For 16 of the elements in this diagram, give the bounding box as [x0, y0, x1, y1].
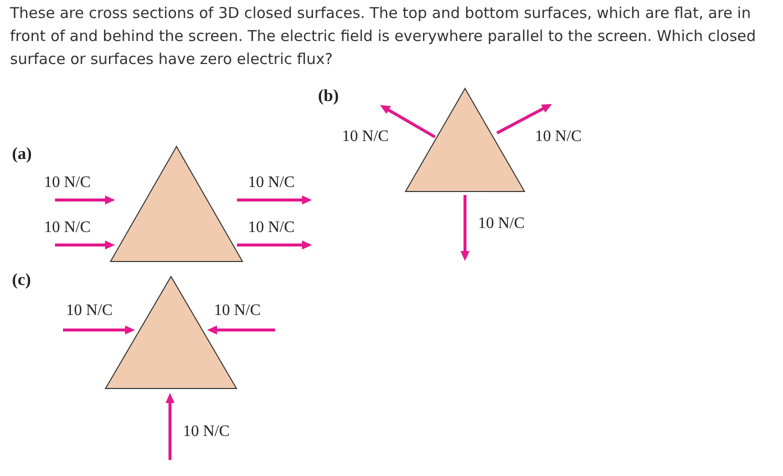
field-magnitude-label: 10 N/C — [342, 128, 389, 146]
triangle-surface — [405, 88, 525, 192]
panel-label: (b) — [318, 86, 339, 106]
field-magnitude-label: 10 N/C — [248, 174, 295, 192]
field-magnitude-label: 10 N/C — [535, 128, 582, 146]
triangle-surface — [110, 146, 243, 262]
question-text: These are cross sections of 3D closed surfaces. The top and bottom surfaces, which are flat, are in front of and behind the screen. The electric field is everywhere parallel to the screen. Which closed surface or surfaces have zero electric flux? — [10, 3, 757, 70]
field-magnitude-label: 10 N/C — [214, 302, 261, 320]
field-magnitude-label: 10 N/C — [478, 215, 525, 233]
field-magnitude-label: 10 N/C — [44, 219, 91, 237]
field-magnitude-label: 10 N/C — [66, 302, 113, 320]
field-magnitude-label: 10 N/C — [183, 423, 230, 441]
panel-label: (a) — [12, 144, 32, 164]
panel-label: (c) — [12, 270, 31, 290]
field-magnitude-label: 10 N/C — [44, 174, 91, 192]
field-magnitude-label: 10 N/C — [248, 219, 295, 237]
